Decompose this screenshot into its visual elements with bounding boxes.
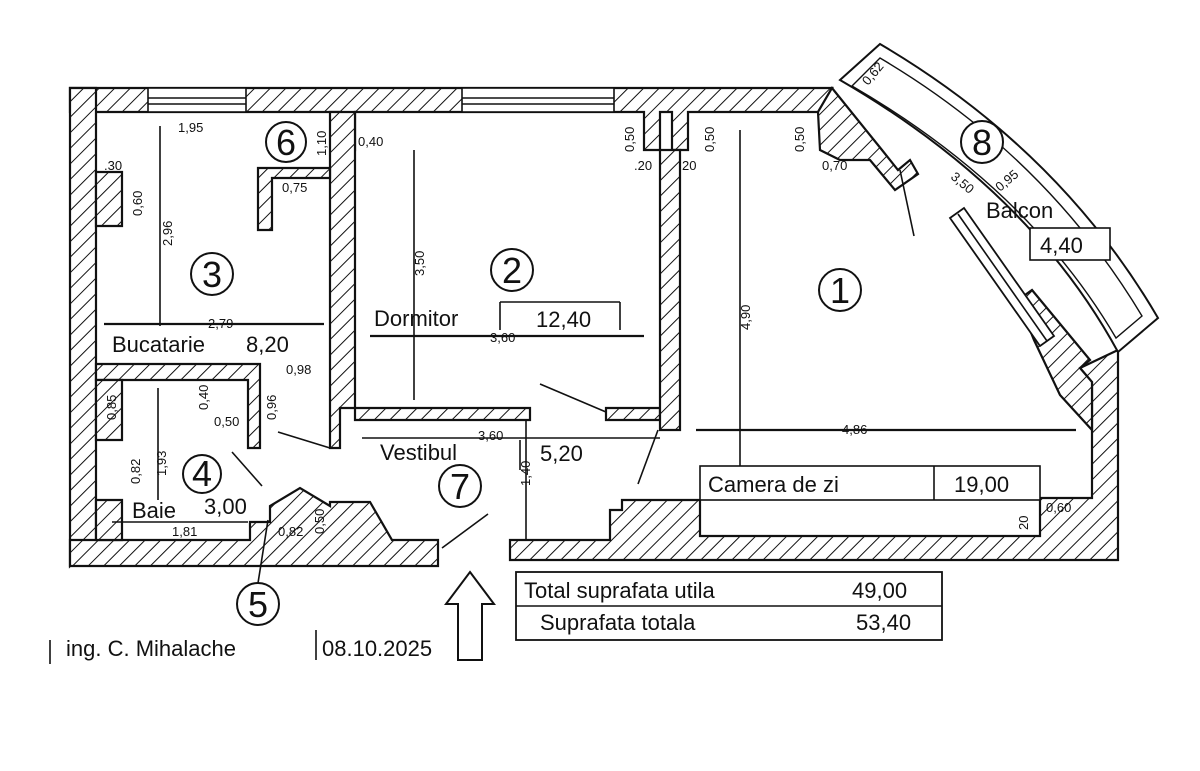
room-4-name: Baie <box>132 498 176 523</box>
room-2-name: Dormitor <box>374 306 458 331</box>
dim-2-79: 2,79 <box>208 316 233 331</box>
windows <box>147 87 615 113</box>
dim-0-40-a: 0,40 <box>358 134 383 149</box>
dim-0-60-a: 0,60 <box>130 191 145 216</box>
dim-0-85: 0,85 <box>104 395 119 420</box>
window-bedroom <box>461 87 615 113</box>
wall-bedroom-living <box>658 148 682 432</box>
dim-3-60-b: 3,60 <box>478 428 503 443</box>
room-4-area: 3,00 <box>204 494 247 519</box>
plan-date: 08.10.2025 <box>322 636 432 661</box>
wall-left <box>68 86 98 569</box>
wall-kitchen-bedroom <box>328 110 357 450</box>
room-7-marker <box>438 464 482 508</box>
room-6-marker <box>265 121 307 163</box>
door-swings <box>231 169 915 549</box>
dim-0-50-a: 0,50 <box>622 127 637 152</box>
room-8-area: 4,40 <box>1040 233 1083 258</box>
dim-2-96: 2,96 <box>160 221 175 246</box>
wall-bath-notch2 <box>94 498 124 542</box>
room-8-number: 8 <box>972 122 992 163</box>
total-util-value: 49,00 <box>852 578 907 603</box>
dim-0-96: 0,96 <box>264 395 279 420</box>
dim-1-93: 1,93 <box>154 451 169 476</box>
dimension-lines <box>104 126 1076 523</box>
entry-arrow-icon <box>444 570 496 661</box>
dim-0-50-e: 0,50 <box>312 509 327 534</box>
room-1-number: 1 <box>830 270 850 311</box>
summary-table: Total suprafata utila 49,00 Suprafata to… <box>515 571 943 641</box>
dim-0-40-b: 0,40 <box>196 385 211 410</box>
engineer-name: ing. C. Mihalache <box>66 636 236 661</box>
room-2-number: 2 <box>502 250 522 291</box>
room-8-marker <box>960 120 1004 164</box>
dim-3-50: 3,50 <box>412 251 427 276</box>
dim-0-50-c: 0,50 <box>792 127 807 152</box>
dim-20-b: 20 <box>682 158 696 173</box>
room-3-marker <box>190 252 234 296</box>
dim-30: .30 <box>104 158 122 173</box>
room-1-area: 19,00 <box>954 472 1009 497</box>
dim-1-40: 1,40 <box>518 461 533 486</box>
total-value: 53,40 <box>856 610 911 635</box>
room-8-name: Balcon <box>986 198 1053 223</box>
room-3-area: 8,20 <box>246 332 289 357</box>
dim-0-98: 0,98 <box>286 362 311 377</box>
interior-walls <box>94 110 682 542</box>
shaft-block <box>256 166 332 232</box>
dim-1-10: 1,10 <box>314 131 329 156</box>
dim-0-75: 0,75 <box>282 180 307 195</box>
balcony <box>838 42 1160 354</box>
wall-bottom-right <box>508 348 1120 562</box>
dim-0-82-a: 0,82 <box>128 459 143 484</box>
dim-3-60-a: 3,60 <box>490 330 515 345</box>
room-3-name: Bucatarie <box>112 332 205 357</box>
room-7-area: 5,20 <box>540 441 583 466</box>
dim-4-86: 4,86 <box>842 422 867 437</box>
room-1-name: Camera de zi <box>708 472 839 497</box>
dim-0-70: 0,70 <box>822 158 847 173</box>
wall-top <box>68 86 834 152</box>
wall-bedroom-bottom <box>353 406 532 422</box>
room-3-number: 3 <box>202 254 222 295</box>
room-markers: 1 2 3 4 5 6 7 8 <box>182 120 1004 626</box>
dim-0-82-b: 0,82 <box>278 524 303 539</box>
window-kitchen <box>147 87 247 113</box>
dim-20-c: 20 <box>1016 516 1031 530</box>
room-2-area: 12,40 <box>536 307 591 332</box>
dim-4-90: 4,90 <box>738 305 753 330</box>
outer-walls <box>68 86 1120 569</box>
balcony-area-box <box>1029 227 1111 261</box>
dim-0-50-d: 0,50 <box>214 414 239 429</box>
room-7-number: 7 <box>450 466 470 507</box>
room-6-number: 6 <box>276 122 296 163</box>
wall-kitchen-notch <box>94 170 124 228</box>
dim-0-50-b: 0,50 <box>702 127 717 152</box>
wall-right-upper <box>816 86 920 192</box>
dim-020-a: .20 <box>634 158 652 173</box>
total-util-label: Total suprafata utila <box>524 578 716 603</box>
room-labels: Camera de zi 19,00 Dormitor 12,40 Bucata… <box>112 198 1111 523</box>
room-4-marker <box>182 454 222 494</box>
dim-1-81: 1,81 <box>172 524 197 539</box>
footer: ing. C. Mihalache 08.10.2025 <box>49 630 432 664</box>
wall-bedroom-bottom-right <box>604 406 662 422</box>
room-1-marker <box>818 268 862 312</box>
dim-0-60-b: 0,60 <box>1046 500 1071 515</box>
wall-bottom-left <box>68 486 440 568</box>
wall-bath-notch <box>94 378 124 442</box>
living-label-box <box>699 465 1041 501</box>
room-4-number: 4 <box>192 453 212 494</box>
room-5-number: 5 <box>248 584 268 625</box>
room-2-marker <box>490 248 534 292</box>
room-7-name: Vestibul <box>380 440 457 465</box>
total-label: Suprafata totala <box>540 610 696 635</box>
dim-1-95: 1,95 <box>178 120 203 135</box>
